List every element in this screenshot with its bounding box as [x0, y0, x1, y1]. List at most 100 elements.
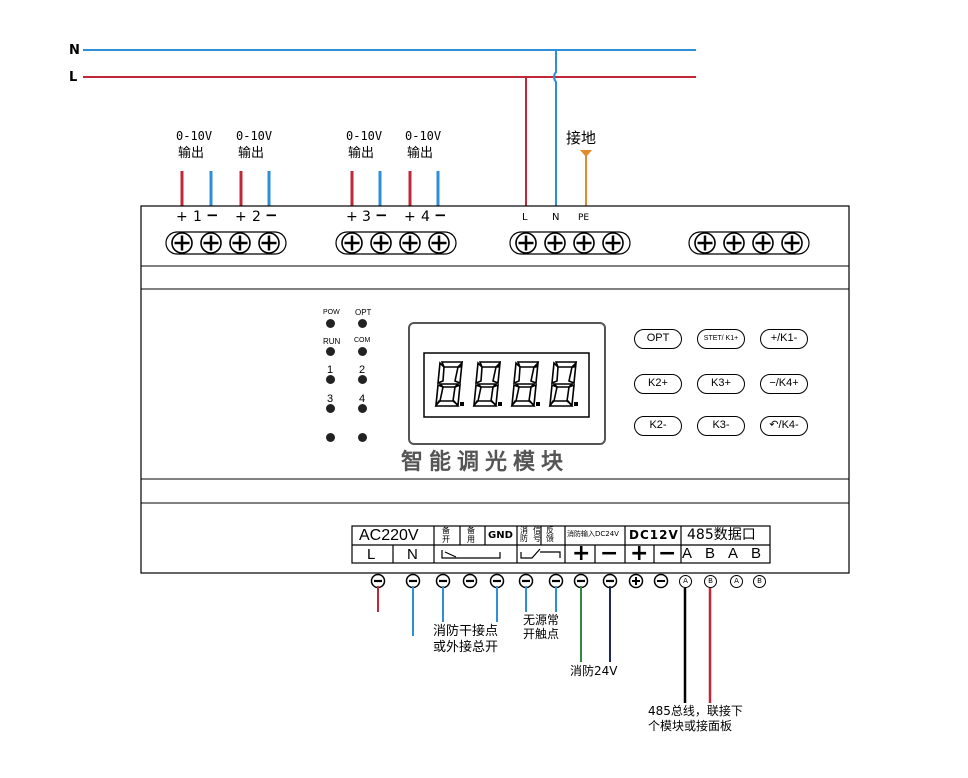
fire-cell-1: 消防	[520, 526, 528, 543]
opt-button[interactable]: OPT	[634, 329, 682, 349]
terminal-block-power-screw	[573, 232, 595, 254]
up-k1minus-button[interactable]: +/K1-	[760, 329, 808, 349]
backup1-bottom: 开	[442, 535, 450, 544]
terminal-block-ch34-screw	[370, 232, 392, 254]
k2plus-button[interactable]: K2+	[634, 374, 682, 394]
fire-plus-label: +	[572, 541, 591, 566]
fire-cell-2: 信号	[533, 526, 541, 543]
k3minus-button[interactable]: K3-	[697, 416, 745, 436]
dc12v-label: DC12V	[629, 528, 679, 542]
bus-note-2: 个模块或接面板	[648, 719, 733, 733]
fire24-note: 消防24V	[570, 664, 618, 678]
led-spare-left	[326, 433, 335, 442]
terminal-n-label: N	[552, 212, 560, 223]
led-label-4: 4	[359, 393, 366, 405]
ab-label-4: B	[751, 545, 762, 562]
ch4-minus: −	[434, 206, 447, 224]
display-title: 智能调光模块	[401, 450, 570, 475]
terminal-block-ch34-screw	[341, 232, 363, 254]
terminal-b1: B	[704, 575, 717, 588]
terminal-block-ch12	[165, 231, 287, 255]
k2minus-button[interactable]: K2-	[634, 416, 682, 436]
dc-plus-label: +	[630, 541, 649, 566]
bottom-n-label: N	[407, 546, 418, 563]
passive-note-1: 无源常	[523, 613, 560, 627]
terminal-block-power	[509, 231, 631, 255]
terminal-block-ch12-screw	[229, 232, 251, 254]
led-label-com: COM	[354, 337, 371, 344]
gnd-label: GND	[488, 530, 513, 541]
ch3-minus: −	[375, 206, 388, 224]
bottom-screw	[435, 573, 451, 589]
led-label-run: RUN	[323, 337, 341, 346]
ch2-minus: −	[265, 206, 278, 224]
dc-minus-screw	[653, 573, 669, 589]
terminal-block-ch12-screw	[200, 232, 222, 254]
ch2-plus: +	[235, 209, 247, 225]
led-label-pow: POW	[323, 309, 340, 316]
bus-note-1: 485总线，联接下	[648, 704, 743, 718]
led-run	[326, 347, 335, 356]
ac220v-label: AC220V	[359, 527, 419, 544]
terminal-block-spare-screw	[781, 232, 803, 254]
ch4-plus: +	[404, 209, 416, 225]
seven-seg-digit	[434, 360, 464, 408]
led-ch4	[358, 404, 367, 413]
led-ch3	[326, 404, 335, 413]
rs485-label: 485数据口	[687, 527, 756, 543]
back-k4minus-button[interactable]: ↶/K4-	[760, 416, 808, 436]
led-com	[358, 347, 367, 356]
terminal-l-label: L	[522, 212, 528, 223]
led-spare-right	[358, 433, 367, 442]
terminal-a2: A	[730, 575, 743, 588]
ch2-num: 2	[252, 209, 261, 225]
led-label-3: 3	[327, 393, 334, 405]
terminal-block-spare	[688, 231, 810, 255]
dry-contact-note-1: 消防干接点	[433, 624, 499, 639]
terminal-block-power-screw	[544, 232, 566, 254]
down-k4plus-button[interactable]: −/K4+	[760, 374, 808, 394]
bottom-screw	[548, 573, 564, 589]
backup2-top: 备	[467, 526, 475, 535]
ch1-plus: +	[176, 209, 188, 225]
terminal-block-ch12-screw	[258, 232, 280, 254]
l-line-label: L	[69, 70, 78, 85]
ab-label-2: B	[705, 545, 716, 562]
terminal-block-ch34	[335, 231, 457, 255]
seven-seg-digit	[472, 360, 502, 408]
bottom-screw	[573, 573, 589, 589]
terminal-block-ch12-screw	[171, 232, 193, 254]
led-label-2: 2	[359, 364, 366, 376]
ch1-minus: −	[206, 206, 219, 224]
dc-minus-label: −	[658, 541, 677, 566]
terminal-block-power-screw	[515, 232, 537, 254]
bottom-screw	[462, 573, 478, 589]
backup1-top: 备	[442, 526, 450, 535]
ab-label-1: A	[682, 545, 693, 562]
output-range-2: 0-10V	[236, 129, 273, 143]
output-word-4: 输出	[407, 146, 434, 161]
led-ch2	[358, 375, 367, 384]
bottom-screw	[370, 573, 386, 589]
terminal-block-spare-screw	[752, 232, 774, 254]
seven-seg-digit	[510, 360, 540, 408]
terminal-block-ch34-screw	[399, 232, 421, 254]
terminal-block-power-screw	[602, 232, 624, 254]
k3plus-button[interactable]: K3+	[697, 374, 745, 394]
terminal-block-spare-screw	[694, 232, 716, 254]
set-k1plus-button[interactable]: STET/ K1+	[697, 329, 745, 349]
output-range-4: 0-10V	[405, 129, 442, 143]
output-word-3: 输出	[348, 146, 375, 161]
backup2-bottom: 用	[467, 535, 475, 544]
ch3-plus: +	[346, 209, 358, 225]
bottom-screw	[405, 573, 421, 589]
passive-note-2: 开触点	[523, 627, 560, 641]
terminal-block-ch34-screw	[428, 232, 450, 254]
dc-plus-screw	[628, 573, 644, 589]
terminal-pe-label: PE	[578, 213, 590, 223]
terminal-b2: B	[753, 575, 766, 588]
output-range-3: 0-10V	[346, 129, 383, 143]
led-label-opt: OPT	[355, 308, 372, 317]
